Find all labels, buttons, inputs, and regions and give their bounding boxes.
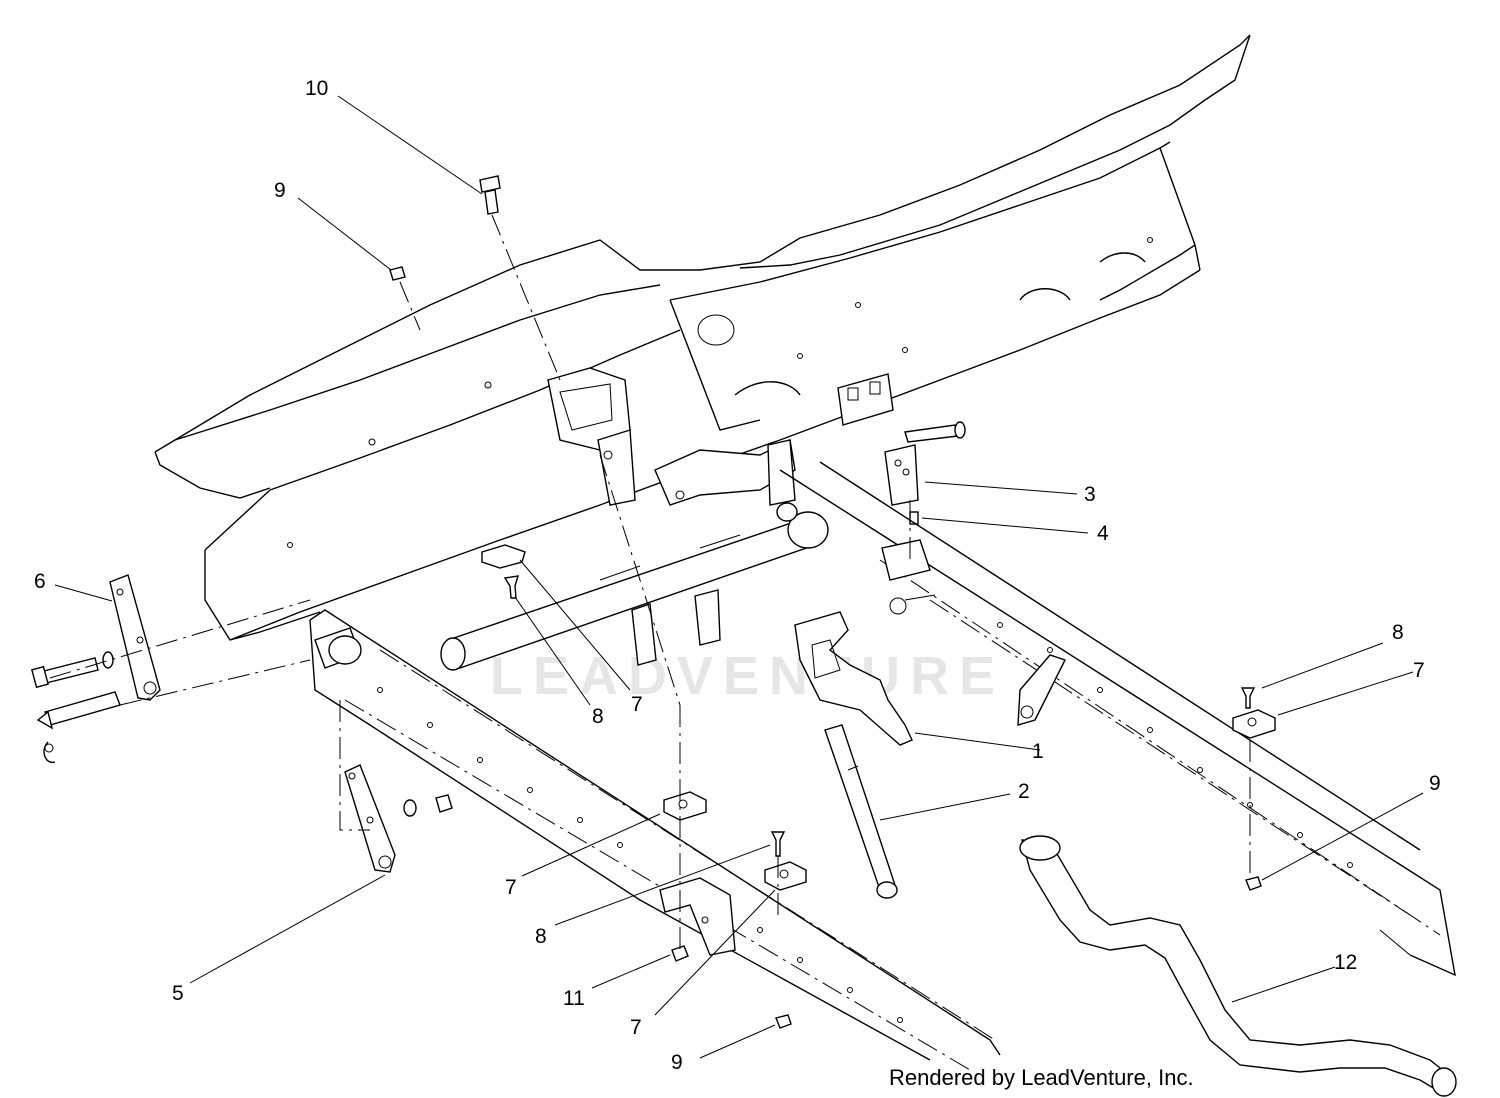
- callout-2: 2: [1018, 780, 1030, 803]
- washer-and-nut: [403, 794, 453, 817]
- leader-7-left: [521, 813, 661, 877]
- bolt-part-10: [479, 175, 501, 215]
- leader-7-upper: [519, 559, 631, 691]
- leader-4: [921, 517, 1089, 534]
- left-pivot-mount: [314, 627, 362, 669]
- screw-part-8-center: [770, 831, 786, 857]
- pivot-tube: [440, 511, 829, 671]
- watermark: LEADVENTURE: [490, 646, 1006, 706]
- right-side-bracket: [1017, 654, 1066, 726]
- leader-3: [924, 481, 1078, 495]
- callout-8: 8: [535, 925, 547, 948]
- spacer-part-7-upper: [481, 544, 526, 569]
- strut-part-2: [824, 724, 898, 899]
- nut-part-9-right: [1245, 876, 1262, 891]
- rail-bracket: [881, 539, 936, 615]
- leader-8-right: [1261, 642, 1384, 689]
- leader-12: [1231, 966, 1336, 1003]
- leader-10: [337, 95, 483, 195]
- leader-9-lower: [699, 1024, 776, 1059]
- upper-right-bracket: [837, 373, 894, 426]
- nut-part-9-lower: [775, 1014, 792, 1029]
- rod-part-12: [1019, 835, 1457, 1097]
- callout-7: 7: [630, 1016, 642, 1039]
- lower-mount-bracket: [659, 877, 736, 956]
- callout-8: 8: [592, 705, 604, 728]
- lever-part-1: [794, 611, 913, 746]
- assembly-centerlines: [49, 214, 1251, 950]
- callout-7: 7: [1413, 659, 1425, 682]
- spacer-part-7-right: [1232, 709, 1276, 739]
- callout-7: 7: [631, 693, 643, 716]
- callout-6: 6: [34, 570, 46, 593]
- callout-12: 12: [1334, 951, 1358, 974]
- spacer-part-7-left: [663, 791, 707, 821]
- leader-5: [189, 874, 386, 984]
- leader-7-right: [1277, 671, 1414, 716]
- callout-9: 9: [274, 179, 286, 202]
- callout-5: 5: [172, 982, 184, 1005]
- leader-9-upper: [297, 197, 392, 271]
- callout-3: 3: [1084, 483, 1096, 506]
- bolt-and-washer: [31, 651, 114, 689]
- leader-11: [591, 954, 671, 989]
- screw-part-8-upper: [503, 575, 519, 599]
- link-part-6: [109, 574, 161, 701]
- callout-7: 7: [505, 876, 517, 899]
- latch-assembly: [767, 439, 798, 522]
- callout-8: 8: [1392, 621, 1404, 644]
- link-part-5: [344, 764, 396, 873]
- spacer-part-7-center: [764, 861, 807, 891]
- callout-4: 4: [1097, 522, 1109, 545]
- leader-8-center: [554, 844, 771, 926]
- callout-11: 11: [563, 987, 585, 1010]
- left-frame-rail: [309, 609, 1001, 1071]
- leader-1: [914, 732, 1041, 751]
- clevis-part-3: [884, 444, 919, 506]
- tube-hangers: [631, 438, 796, 666]
- leader-7-center: [654, 889, 776, 1016]
- hinge-pin: [904, 421, 966, 443]
- leader-2: [879, 793, 1011, 821]
- callout-1: 1: [1032, 740, 1044, 763]
- callout-10: 10: [305, 77, 329, 100]
- leader-9-right: [1261, 792, 1424, 881]
- right-frame-rail: [779, 461, 1456, 977]
- deck-shell: [154, 34, 1251, 641]
- callout-9: 9: [671, 1051, 683, 1074]
- leader-6: [54, 584, 113, 602]
- seat-bracket: [547, 367, 636, 506]
- nut-part-9-upper: [389, 266, 406, 281]
- leader-8-upper: [514, 596, 591, 706]
- callout-9: 9: [1429, 772, 1441, 795]
- render-credit: Rendered by LeadVenture, Inc.: [889, 1065, 1194, 1090]
- pin-and-clip: [36, 691, 121, 764]
- screw-part-8-right: [1240, 687, 1256, 709]
- leader-lines: [54, 95, 1424, 1059]
